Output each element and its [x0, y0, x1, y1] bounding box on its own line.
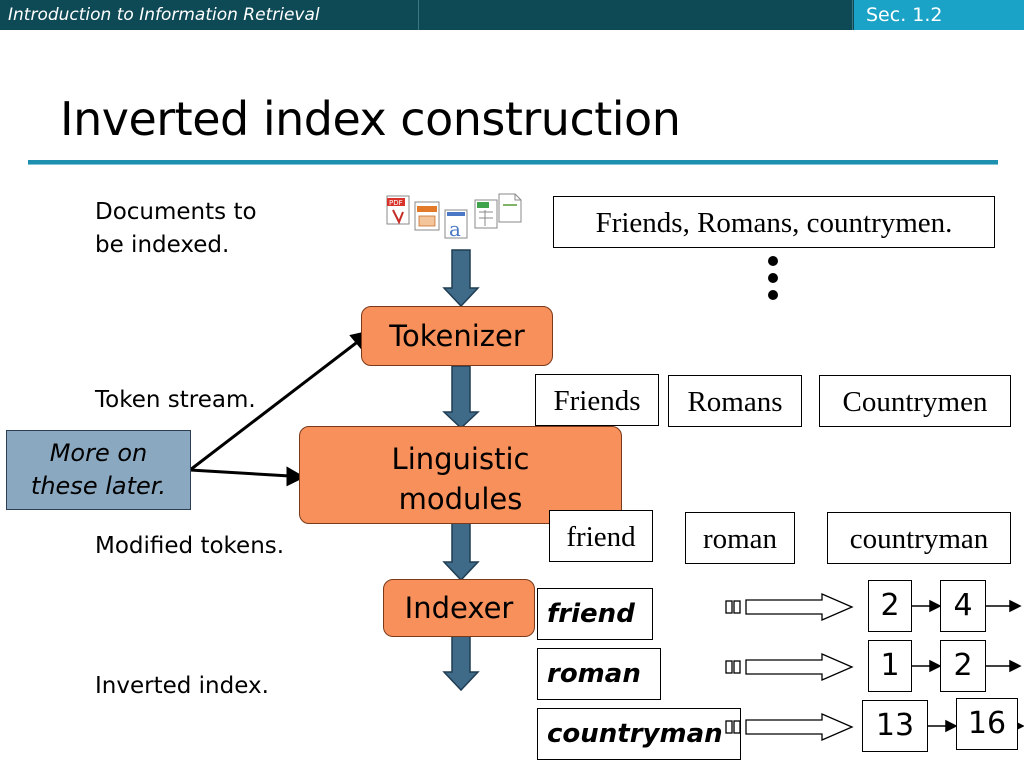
more-on-these-later-note: More on these later. — [6, 430, 191, 510]
tokenizer-stage: Tokenizer — [361, 306, 553, 366]
text-document-icon: a — [444, 209, 468, 241]
header-divider — [418, 0, 419, 30]
pointer-stub — [725, 720, 733, 734]
index-term-box: countryman — [537, 708, 741, 760]
note-line1: More on — [49, 439, 148, 467]
modified-token-box: countryman — [827, 512, 1011, 564]
note-arrowhead — [286, 466, 306, 487]
posting-box: 2 — [868, 580, 912, 632]
modified-tokens-label: Modified tokens. — [95, 533, 285, 559]
blank-document-icon — [498, 193, 522, 223]
documents-label-line1: Documents to — [95, 199, 257, 225]
ellipsis-dot — [768, 273, 778, 283]
title-rule — [28, 160, 998, 165]
pointer-stub — [733, 660, 741, 674]
posting-box: 16 — [956, 698, 1018, 750]
down-arrow — [442, 249, 480, 308]
pdf-document-icon: PDF — [386, 195, 410, 225]
down-arrow — [442, 635, 480, 692]
index-term-box: roman — [537, 648, 661, 700]
ellipsis-dot — [768, 256, 778, 266]
slide-title: Inverted index construction — [60, 92, 681, 146]
inverted-index-label: Inverted index. — [95, 673, 269, 699]
note-arrow — [189, 468, 291, 478]
down-arrow — [442, 365, 480, 430]
section-label: Sec. 1.2 — [854, 0, 1024, 30]
posting-box: 2 — [940, 640, 986, 692]
posting-link-head — [945, 719, 958, 733]
pointer-arrow — [745, 593, 854, 621]
token-box: Countrymen — [819, 375, 1011, 427]
sentence-box: Friends, Romans, countrymen. — [553, 196, 995, 248]
spreadsheet-document-icon — [474, 199, 498, 229]
modified-token-box: friend — [549, 510, 653, 562]
note-line2: these later. — [30, 472, 167, 500]
note-arrow — [189, 338, 361, 472]
modified-token-box: roman — [685, 512, 795, 564]
pointer-stub — [725, 600, 733, 614]
linguistic-line1: Linguistic — [391, 442, 530, 476]
documents-icon-group: PDF a — [385, 192, 525, 242]
linguistic-line2: modules — [398, 482, 523, 516]
pointer-stub — [733, 600, 741, 614]
indexer-stage: Indexer — [383, 579, 535, 637]
index-term-box: friend — [537, 588, 653, 640]
presentation-document-icon — [414, 201, 440, 231]
pointer-arrow — [745, 653, 854, 681]
posting-box: 1 — [868, 640, 912, 692]
down-arrow — [442, 519, 480, 582]
svg-text:a: a — [449, 217, 461, 241]
posting-link-head — [929, 659, 942, 673]
token-box: Friends — [535, 374, 659, 426]
token-stream-label: Token stream. — [95, 387, 256, 413]
ellipsis-dot — [768, 290, 778, 300]
svg-text:PDF: PDF — [389, 199, 403, 207]
documents-label-line2: be indexed. — [95, 232, 230, 258]
linguistic-modules-stage: Linguistic modules — [299, 426, 622, 524]
posting-link-head — [1009, 599, 1022, 613]
posting-box: 13 — [862, 700, 928, 752]
course-title: Introduction to Information Retrieval — [8, 5, 320, 25]
posting-box: 4 — [940, 580, 986, 632]
posting-link-head — [1009, 659, 1022, 673]
header-bar: Introduction to Information Retrieval Se… — [0, 0, 1024, 30]
documents-label: Documents to be indexed. — [95, 196, 257, 262]
token-box: Romans — [668, 375, 802, 427]
posting-link-head — [929, 599, 942, 613]
pointer-arrow — [745, 713, 854, 741]
pointer-stub — [733, 720, 741, 734]
pointer-stub — [725, 660, 733, 674]
header-divider — [852, 0, 853, 30]
